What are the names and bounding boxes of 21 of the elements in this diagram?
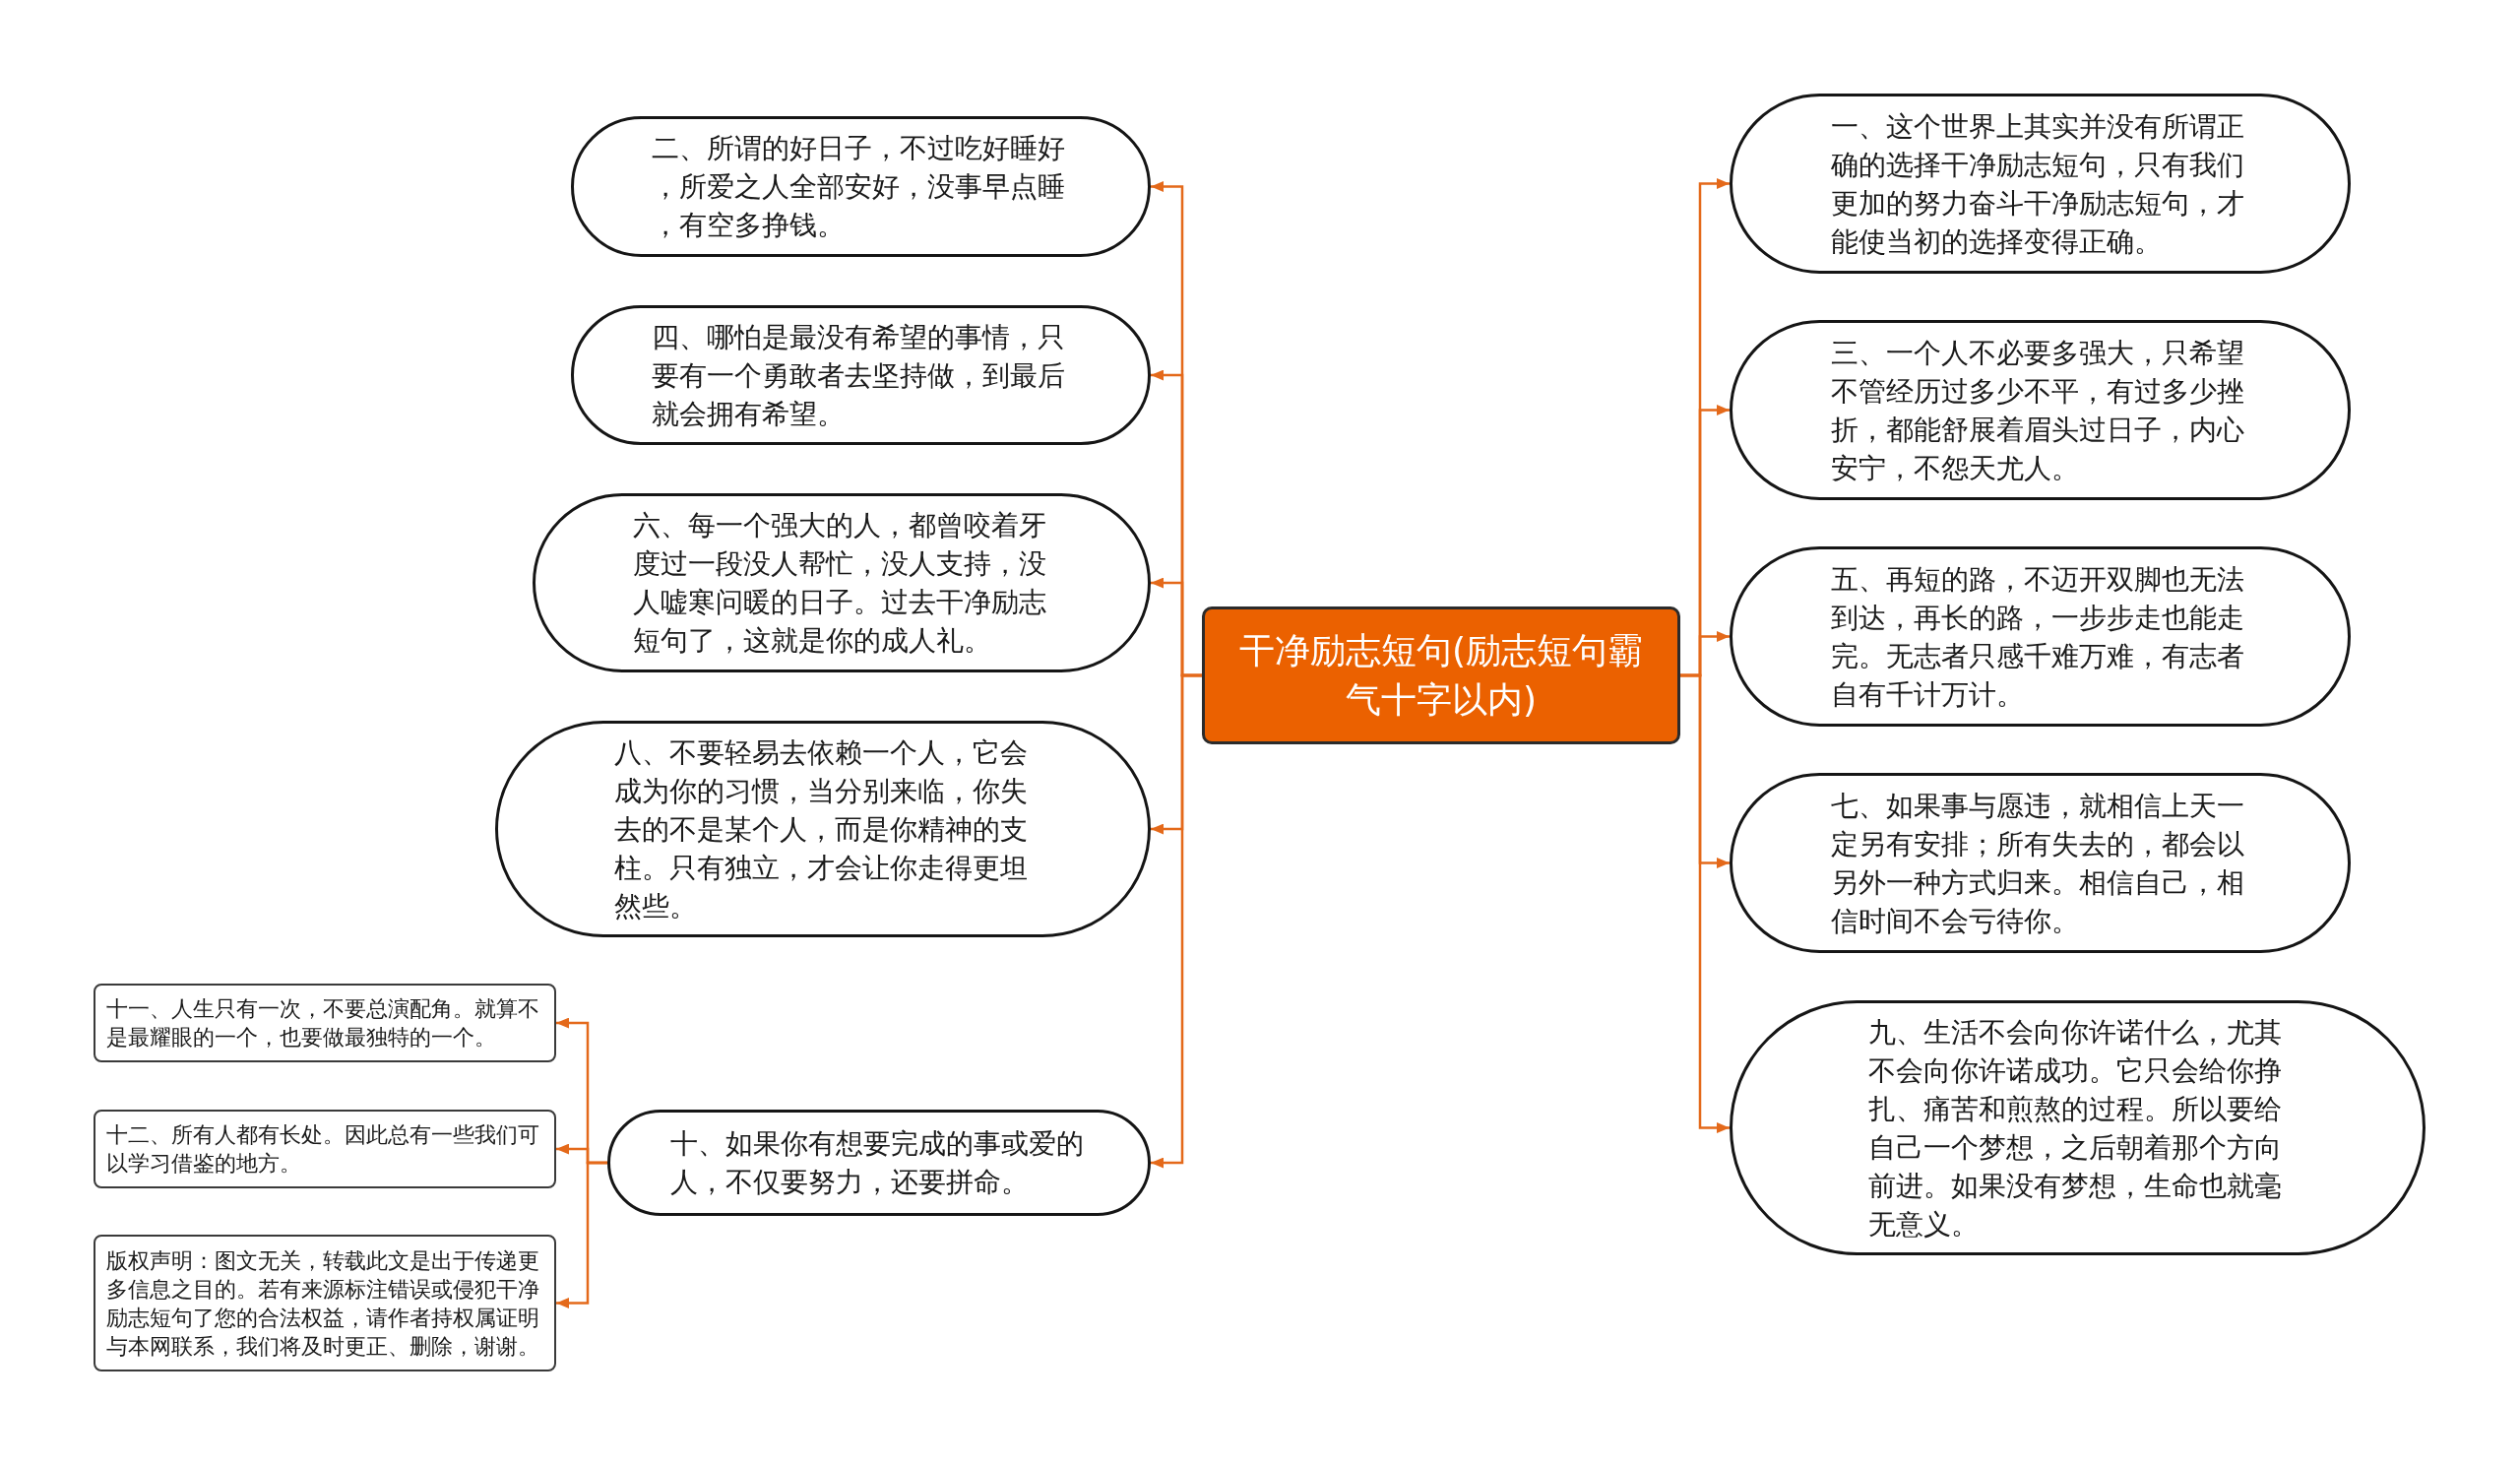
node-text: 五、再短的路，不迈开双脚也无法到达，再长的路，一步步走也能走完。无志者只感千难万难，有志者自有千计万计。 <box>1831 561 2245 713</box>
node-text: 八、不要轻易去依赖一个人，它会成为你的习惯，当分别来临，你失去的不是某个人，而是你精神的支柱。只有独立，才会让你走得更坦然些。 <box>613 734 1029 924</box>
node-text: 九、生活不会向你许诺什么，尤其不会向你许诺成功。它只会给你挣扎、痛苦和煎熬的过程。所以要给自己一个梦想，之后朝着那个方向前进。如果没有梦想，生命也就毫无意义。 <box>1868 1014 2283 1243</box>
node-text: 十一、人生只有一次，不要总演配角。就算不是最耀眼的一个，也要做最独特的一个。 <box>105 995 540 1052</box>
node-text: 版权声明：图文无关，转载此文是出于传递更多信息之目的。若有来源标注错误或侵犯干净励志短句了您的合法权益，请作者持权属证明与本网联系，我们将及时更正、删除，谢谢。 <box>105 1246 540 1361</box>
note-box <box>94 984 556 1062</box>
node-text: 十二、所有人都有长处。因此总有一些我们可以学习借鉴的地方。 <box>105 1121 540 1178</box>
node-text: 干净励志短句(励志短句霸气十字以内) <box>1237 629 1644 722</box>
central-topic-box <box>1202 606 1680 744</box>
connector-arrow <box>1680 673 1730 1133</box>
node-text: 六、每一个强大的人，都曾咬着牙度过一段没人帮忙，没人支持，没人嘘寒问暖的日子。过去干净励志短句了，这就是你的成人礼。 <box>632 508 1047 659</box>
node-text: 二、所谓的好日子，不过吃好睡好，所爱之人全部安好，没事早点睡，有空多挣钱。 <box>652 131 1066 243</box>
node-text: 四、哪怕是最没有希望的事情，只要有一个勇敢者去坚持做，到最后就会拥有希望。 <box>652 319 1066 432</box>
note-box <box>94 1235 556 1371</box>
connector-arrow <box>556 1161 607 1308</box>
note-box <box>94 1110 556 1188</box>
node-text: 一、这个世界上其实并没有所谓正确的选择干净励志短句，只有我们更加的努力奋斗干净励志短句，才能使当初的选择变得正确。 <box>1831 108 2245 260</box>
node-text: 七、如果事与愿违，就相信上天一定另有安排；所有失去的，都会以另外一种方式归来。相信自己，相信时间不会亏待你。 <box>1831 788 2245 939</box>
connector-arrow <box>1151 673 1202 1169</box>
node-text: 三、一个人不必要多强大，只希望不管经历过多少不平，有过多少挫折，都能舒展着眉头过日子，内心安宁，不怨天尤人。 <box>1831 335 2245 486</box>
node-text: 十、如果你有想要完成的事或爱的人，不仅要努力，还要拼命。 <box>669 1126 1085 1200</box>
